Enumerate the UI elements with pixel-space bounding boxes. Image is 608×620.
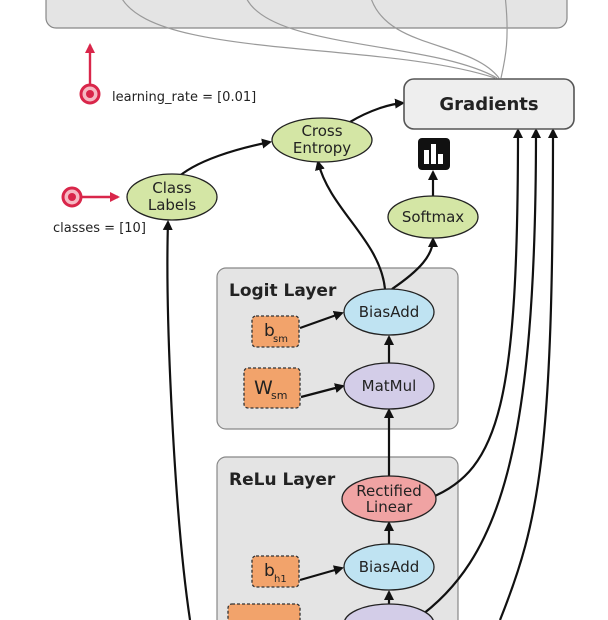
rectified-linear-node (341, 475, 437, 523)
class-labels-line1: Class (152, 179, 192, 197)
relu-layer-title: ReLu Layer (229, 470, 336, 490)
b-h1-main: b (264, 561, 275, 581)
lower-variable (227, 603, 301, 620)
gray-edges (122, 0, 508, 79)
lower-node (344, 603, 434, 620)
red-inputs (61, 43, 120, 208)
w-sm-main: W (254, 377, 273, 399)
logit-layer-title: Logit Layer (229, 281, 337, 301)
b-sm-sub: sm (273, 334, 288, 345)
cross-entropy-line1: Cross (301, 122, 342, 140)
w-sm-sub: sm (271, 389, 287, 402)
softmax-label: Softmax (402, 208, 464, 226)
class-labels-node (126, 173, 218, 221)
relu-biasadd-label: BiasAdd (359, 558, 420, 576)
gradients-node (403, 78, 575, 130)
b-sm-main: b (264, 321, 275, 341)
logit-biasadd-label: BiasAdd (359, 303, 420, 321)
rectified-line2: Linear (366, 498, 413, 516)
rectified-line1: Rectified (356, 482, 421, 500)
relu-biasadd-node (343, 543, 435, 591)
cross-entropy-line2: Entropy (293, 139, 351, 157)
matmul-label: MatMul (362, 377, 417, 395)
class-labels-line2: Labels (148, 196, 196, 214)
b-sm-variable (251, 315, 300, 348)
gradients-label: Gradients (439, 94, 538, 115)
matmul-node (343, 362, 435, 410)
w-sm-variable (243, 367, 301, 409)
b-h1-sub: h1 (274, 574, 287, 585)
logit-biasadd-node (343, 288, 435, 336)
top-panel (45, 0, 568, 29)
classes-label: classes = [10] (53, 221, 146, 236)
cross-entropy-node (271, 117, 373, 163)
b-h1-variable (251, 555, 300, 588)
learning-rate-label: learning_rate = [0.01] (112, 90, 256, 105)
softmax-node (387, 195, 479, 239)
edges (162, 98, 558, 620)
histogram-icon (418, 138, 450, 170)
